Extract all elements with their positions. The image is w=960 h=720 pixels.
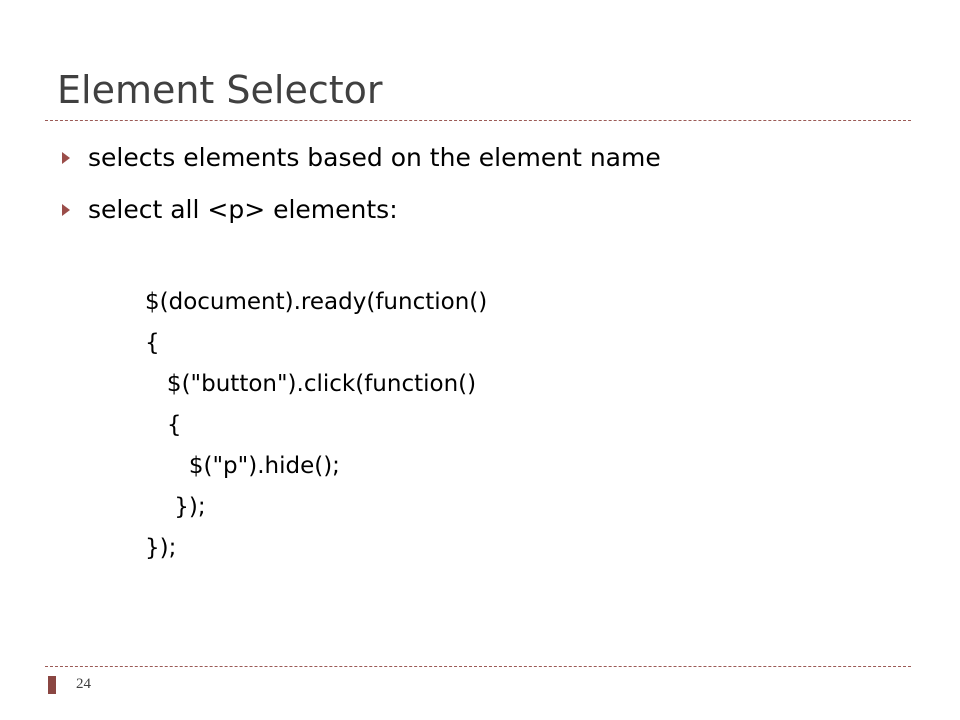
code-line: }); [145,494,206,520]
bar-marker-icon [48,676,56,694]
bullet-item: selects elements based on the element na… [62,140,661,176]
triangle-right-icon [62,204,70,216]
footer-divider [45,666,911,667]
bullet-item: select all <p> elements: [62,192,398,228]
code-line: { [145,330,160,356]
code-line: $(document).ready(function() [145,289,488,315]
bullet-text: select all <p> elements: [88,195,398,224]
code-line: $("button").click(function() [145,371,477,397]
code-line: $("p").hide(); [145,453,340,479]
slide-title: Element Selector [57,68,383,112]
bullet-text: selects elements based on the element na… [88,143,661,172]
code-line: }); [145,535,177,561]
page-number: 24 [76,676,91,692]
code-line: { [145,412,182,438]
code-block: $(document).ready(function() { $("button… [145,282,487,569]
triangle-right-icon [62,152,70,164]
title-divider [45,120,911,121]
